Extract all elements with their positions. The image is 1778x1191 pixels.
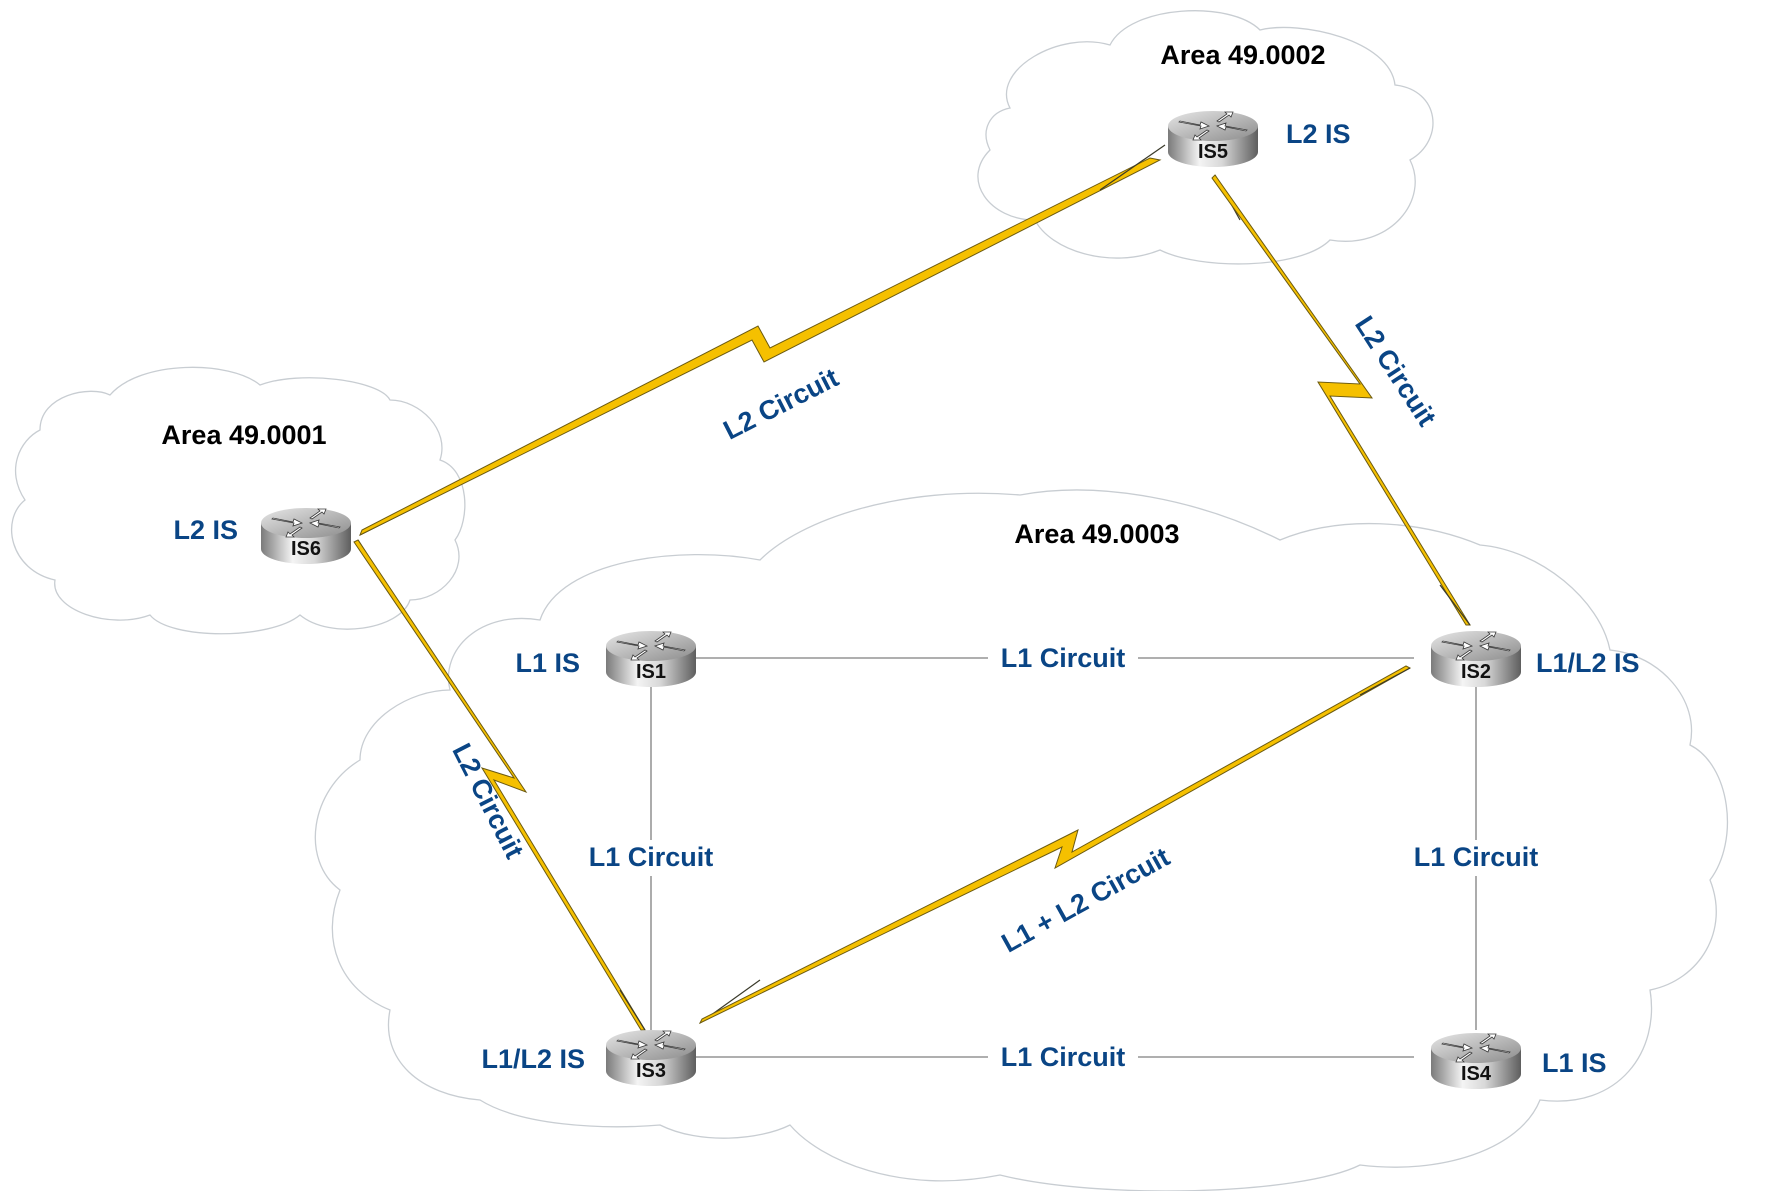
router-name: IS1 <box>636 661 666 683</box>
link-label-is3-is4: L1 Circuit <box>1001 1042 1126 1072</box>
area-label-49-0002: Area 49.0002 <box>1160 40 1325 70</box>
serial-bolt-is6-is5 <box>359 157 1162 537</box>
link-is3-is2 <box>698 665 1412 1025</box>
serial-bolt-is5-is2 <box>1211 174 1471 626</box>
link-label-is1-is3: L1 Circuit <box>589 842 714 872</box>
router-is5[interactable]: IS5 <box>1167 110 1259 168</box>
router-is3[interactable]: IS3 <box>605 1029 697 1087</box>
area-label-49-0001: Area 49.0001 <box>161 420 326 450</box>
label-bg <box>1403 840 1549 876</box>
router-is1[interactable]: IS1 <box>605 630 697 688</box>
serial-bolt-is3-is2 <box>698 665 1412 1025</box>
router-name: IS6 <box>291 538 321 560</box>
router-is2[interactable]: IS2 <box>1430 630 1522 688</box>
router-role-is3: L1/L2 IS <box>481 1044 585 1074</box>
router-role-is6: L2 IS <box>173 515 238 545</box>
link-label-is6-is5: L2 Circuit <box>719 362 844 445</box>
router-name: IS2 <box>1461 661 1491 683</box>
link-is6-is3 <box>353 539 646 1031</box>
label-bg <box>988 1037 1138 1075</box>
label-bg <box>578 840 724 876</box>
serial-bolt-is6-is3 <box>353 539 646 1031</box>
link-label-is5-is2: L2 Circuit <box>1349 311 1442 432</box>
area-label-49-0003: Area 49.0003 <box>1014 519 1179 549</box>
router-role-is5: L2 IS <box>1286 119 1351 149</box>
router-role-is2: L1/L2 IS <box>1536 648 1640 678</box>
router-role-is1: L1 IS <box>515 648 580 678</box>
router-name: IS5 <box>1198 141 1228 163</box>
router-name: IS4 <box>1461 1063 1492 1085</box>
label-bg <box>988 638 1138 676</box>
cloud-area-49-0001 <box>11 366 466 635</box>
link-is6-is5 <box>359 144 1166 537</box>
router-role-is4: L1 IS <box>1542 1048 1607 1078</box>
router-is6[interactable]: IS6 <box>260 507 352 565</box>
link-is5-is2 <box>1211 174 1471 626</box>
router-name: IS3 <box>636 1060 666 1082</box>
link-label-is2-is4: L1 Circuit <box>1414 842 1539 872</box>
link-label-is1-is2: L1 Circuit <box>1001 643 1126 673</box>
router-is4[interactable]: IS4 <box>1430 1032 1522 1090</box>
